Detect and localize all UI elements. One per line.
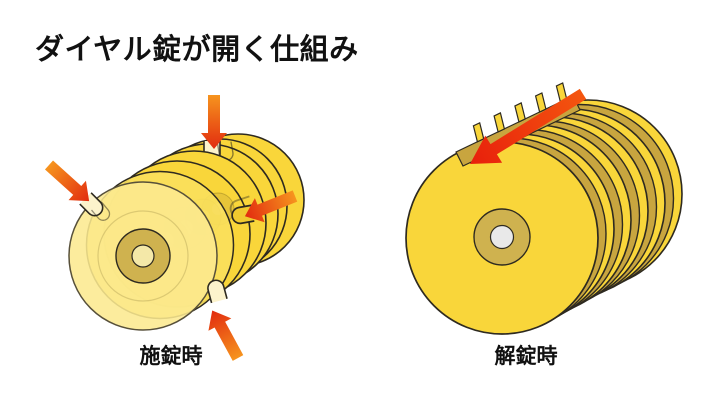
locked-dial-illustration xyxy=(44,95,305,361)
pressure-arrow-right-icon xyxy=(244,190,298,223)
front-disc-inner-ring xyxy=(97,210,189,302)
unlocked-caption: 解錠時 xyxy=(494,344,558,368)
unlock-path-arrow-icon xyxy=(470,88,587,164)
pressure-arrow-bottom-icon xyxy=(208,310,244,361)
spindle-hole xyxy=(131,244,155,268)
page-title: ダイヤル錠が開く仕組み xyxy=(35,32,359,66)
unlocked-dial-illustration xyxy=(405,82,683,335)
gate-channel-walls xyxy=(472,82,568,143)
pressure-arrow-upper-left-icon xyxy=(44,160,90,202)
pressure-arrow-top-icon xyxy=(201,95,227,149)
gate-notch-bottom xyxy=(207,279,228,304)
gate-notch-upper-left-echo xyxy=(91,201,111,221)
locked-caption: 施錠時 xyxy=(139,344,203,368)
spindle-hole xyxy=(489,224,515,250)
